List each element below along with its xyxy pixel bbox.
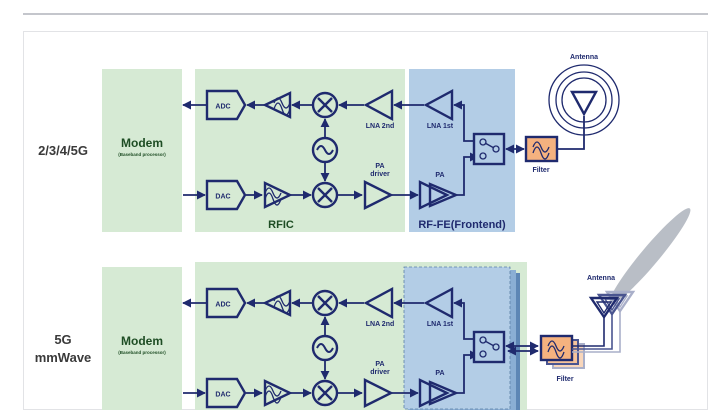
switch-terminal <box>492 343 500 351</box>
arrow-switch-to-lna1 <box>453 100 480 142</box>
switch-terminal <box>492 145 500 153</box>
lna-2nd-label: LNA 2nd <box>366 123 395 130</box>
modem-block <box>102 267 182 410</box>
filter-label: Filter <box>556 376 573 383</box>
filter-icon <box>532 141 550 160</box>
lna-1st-label: LNA 1st <box>427 321 454 328</box>
frontend-label: RF-FE(Frontend) <box>418 219 506 231</box>
dac-block <box>205 377 247 409</box>
switch-terminal <box>479 336 487 344</box>
pa-stage-2 <box>428 380 460 406</box>
pa-driver <box>363 378 394 408</box>
tx-amp-filter-icon <box>264 385 282 404</box>
adc-label: ADC <box>215 104 230 111</box>
rfic-label: RFIC <box>268 219 294 231</box>
lna-2nd <box>363 88 394 122</box>
filter-to-antenna-line <box>572 315 605 347</box>
lna-2nd-label: LNA 2nd <box>366 321 395 328</box>
pa-driver-label: PA <box>375 361 384 368</box>
switch-arm <box>484 340 495 347</box>
pa-driver-label: PA <box>375 163 384 170</box>
rx-mixer <box>311 91 339 119</box>
arrow-switch-to-lna1 <box>453 298 480 340</box>
section-label: 5G <box>54 332 71 347</box>
rx-mixer <box>311 289 339 317</box>
sine-wave-icon <box>316 343 334 353</box>
pa-driver-label: driver <box>370 171 390 178</box>
antenna-radiation-ring <box>561 77 607 123</box>
pa-driver-label: driver <box>370 369 390 376</box>
arrow-pa-to-switch <box>457 350 479 394</box>
switch-terminal <box>479 350 487 358</box>
sine-wave-icon <box>316 145 334 155</box>
adc-block <box>205 287 247 319</box>
rx-amp-filter-icon <box>273 295 291 314</box>
modem-block <box>102 69 182 232</box>
section-5g-mmwave: 5G mmWave Modem (Baseband processor) ADC LNA … <box>35 208 691 410</box>
dac-block <box>205 179 247 211</box>
pa-label: PA <box>435 172 444 179</box>
section-label: 2/3/4/5G <box>38 143 88 158</box>
dac-label: DAC <box>215 392 230 399</box>
antenna-label: Antenna <box>570 54 598 61</box>
adc-label: ADC <box>215 302 230 309</box>
antenna-radiation-ring <box>548 64 620 136</box>
filter-to-antenna-line <box>557 116 585 150</box>
modem-subtitle: (Baseband processor) <box>118 152 166 157</box>
switch-terminal <box>479 138 487 146</box>
section-2-3-4-5g: 2/3/4/5G Modem (Baseband processor) RFIC RF-… <box>38 54 620 232</box>
lna-1st <box>423 286 454 320</box>
filter-to-antenna-line <box>572 309 621 353</box>
antenna-label: Antenna <box>587 275 615 282</box>
lna-1st-label: LNA 1st <box>427 123 454 130</box>
modem-title: Modem <box>121 334 163 348</box>
mixer-x <box>317 187 333 203</box>
filter-block <box>539 334 574 362</box>
lna-1st <box>423 88 454 122</box>
pa-stage-1 <box>418 378 450 408</box>
tx-rx-switch <box>472 330 506 364</box>
switch-arm <box>484 142 495 149</box>
pa-stage-1 <box>418 180 450 210</box>
tx-mixer <box>311 379 339 407</box>
filter-label: Filter <box>532 167 549 174</box>
switch-terminal <box>479 152 487 160</box>
modem-subtitle: (Baseband processor) <box>118 350 166 355</box>
antenna-icon-inner <box>595 301 613 315</box>
tx-mixer <box>311 181 339 209</box>
antenna-icon <box>569 90 599 117</box>
rx-baseband-amp <box>262 289 292 317</box>
filter-icon <box>547 340 565 359</box>
tx-amp-filter-icon <box>264 187 282 206</box>
rx-baseband-amp <box>262 91 292 119</box>
antenna-radiation-ring <box>555 71 613 129</box>
dac-label: DAC <box>215 194 230 201</box>
pa-stage-2 <box>428 182 460 208</box>
mixer-x <box>317 97 333 113</box>
mixer-x <box>317 295 333 311</box>
lna-2nd <box>363 286 394 320</box>
rx-amp-filter-icon <box>273 97 291 116</box>
modem-title: Modem <box>121 136 163 150</box>
mixer-x <box>317 385 333 401</box>
antenna-icon <box>596 293 628 317</box>
filter-to-antenna-line <box>572 312 613 350</box>
antenna-icon <box>588 296 620 320</box>
pa-driver <box>363 180 394 210</box>
pa-label: PA <box>435 370 444 377</box>
arrow-pa-to-switch <box>457 152 479 196</box>
adc-block <box>205 89 247 121</box>
beam-shape <box>609 208 691 304</box>
tx-rx-switch <box>472 132 506 166</box>
section-label: mmWave <box>35 350 92 365</box>
